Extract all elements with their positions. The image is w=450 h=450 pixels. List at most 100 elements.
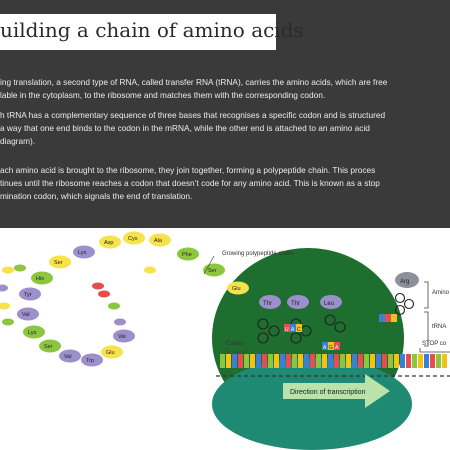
amino-acid-label: Leu bbox=[324, 301, 334, 307]
mrna-base bbox=[256, 354, 261, 368]
mrna-base bbox=[292, 354, 297, 368]
paragraph-line: mination codon, which signals the end of… bbox=[0, 191, 193, 201]
amino-acid-label: Ser bbox=[208, 268, 217, 274]
amino-acid-bead bbox=[149, 233, 171, 247]
mrna-base bbox=[220, 354, 225, 368]
free-amino-acid-bead bbox=[98, 290, 110, 298]
mrna-base bbox=[442, 354, 447, 368]
free-amino-acid-bead bbox=[108, 302, 120, 310]
mrna-base bbox=[328, 354, 333, 368]
mrna-base bbox=[316, 354, 321, 368]
anticodon-letter: A bbox=[291, 327, 295, 333]
trna-loop-icon bbox=[257, 332, 269, 344]
anticodon-base bbox=[391, 314, 397, 322]
amino-acid-thr-1 bbox=[259, 295, 281, 309]
paragraph-line: a way that one end binds to the codon in… bbox=[0, 123, 370, 133]
anticodon-letter: C bbox=[297, 327, 301, 333]
anticodon-letter: U bbox=[285, 327, 289, 333]
direction-arrow-icon bbox=[283, 374, 390, 408]
free-amino-acid-bead bbox=[2, 318, 14, 326]
amino-acid-label: Lys bbox=[78, 250, 87, 256]
amino-acid-label: Ser bbox=[44, 344, 53, 350]
anticodon-base bbox=[296, 324, 302, 332]
mrna-base bbox=[286, 354, 291, 368]
trna-loop-icon bbox=[257, 318, 269, 330]
mrna-base bbox=[226, 354, 231, 368]
mrna-base bbox=[424, 354, 429, 368]
mrna-base bbox=[334, 354, 339, 368]
anticodon-base bbox=[290, 324, 296, 332]
page-title: uilding a chain of amino acids bbox=[0, 18, 304, 42]
mrna-base bbox=[244, 354, 249, 368]
amino-acid-label: Ser bbox=[54, 260, 63, 266]
diagram-svg: Direction of transcription Asp Cys AlaPheS… bbox=[0, 231, 450, 450]
amino-acid-bead bbox=[123, 231, 145, 245]
amino-acid-label: Ala bbox=[154, 238, 163, 244]
mrna-base bbox=[436, 354, 441, 368]
codon-label: Codon bbox=[226, 341, 244, 347]
paragraph-line: diagram). bbox=[0, 136, 36, 146]
amino-bracket bbox=[424, 281, 429, 309]
amino-acid-label: Tyr bbox=[24, 292, 32, 298]
mrna-base bbox=[394, 354, 399, 368]
amino-acid-leu bbox=[320, 295, 342, 309]
amino-acid-label: Cys bbox=[128, 236, 138, 242]
amino-acid-label: Arg bbox=[400, 279, 409, 285]
mrna-base bbox=[400, 354, 405, 368]
paragraph-3: ach amino acid is brought to the ribosom… bbox=[0, 164, 450, 203]
amino-acid-bead bbox=[31, 271, 53, 285]
amino-acid-thr-2 bbox=[287, 295, 309, 309]
mrna-base bbox=[310, 354, 315, 368]
mrna-base bbox=[376, 354, 381, 368]
incoming-trna-icon bbox=[394, 292, 415, 316]
mrna-base bbox=[274, 354, 279, 368]
amino-acid-bead bbox=[81, 353, 103, 367]
free-amino-acid-bead bbox=[0, 284, 8, 292]
amino-acid-label: Asp bbox=[104, 240, 113, 246]
trna-loop-icon bbox=[268, 325, 280, 337]
amino-acid-bead bbox=[99, 235, 121, 249]
free-amino-acid-bead bbox=[114, 318, 126, 326]
amino-acid-label: Phe bbox=[182, 252, 192, 258]
amino-acid-bead bbox=[59, 349, 81, 363]
anticodon-base bbox=[379, 314, 385, 322]
mrna-base bbox=[238, 354, 243, 368]
paragraph-line: h tRNA has a complementary sequence of t… bbox=[0, 110, 386, 120]
amino-acid-label: Trp bbox=[86, 358, 94, 364]
direction-label: Direction of transcription bbox=[290, 389, 366, 396]
mrna-base bbox=[322, 354, 327, 368]
amino-acid-bead bbox=[227, 281, 249, 295]
trna-bracket bbox=[424, 311, 429, 347]
anticodon-letter: G bbox=[329, 345, 333, 351]
amino-acid-label: His bbox=[36, 276, 44, 282]
paragraph-2: h tRNA has a complementary sequence of t… bbox=[0, 109, 450, 148]
ribosome-small-subunit bbox=[212, 358, 412, 450]
mrna-base bbox=[340, 354, 345, 368]
amino-acid-label: Glu bbox=[232, 286, 241, 292]
mrna-base bbox=[430, 354, 435, 368]
anticodon-base bbox=[322, 342, 328, 350]
mrna-base bbox=[388, 354, 393, 368]
amino-acid-bead bbox=[23, 325, 45, 339]
mrna-base bbox=[268, 354, 273, 368]
paragraph-line: tinues until the ribosome reaches a codo… bbox=[0, 178, 380, 188]
amino-acid-label: Thr bbox=[291, 301, 300, 307]
amino-acid-bead bbox=[177, 247, 199, 261]
amino-acid-label: Val bbox=[22, 312, 30, 318]
amino-acid-label: Thr bbox=[263, 301, 272, 307]
amino-acid-bead bbox=[39, 339, 61, 353]
amino-acid-arg bbox=[395, 272, 419, 288]
mrna-base bbox=[418, 354, 423, 368]
mrna-base bbox=[382, 354, 387, 368]
mrna-base bbox=[280, 354, 285, 368]
paragraph-line: ach amino acid is brought to the ribosom… bbox=[0, 165, 376, 175]
amino-acid-label: Lys bbox=[28, 330, 37, 336]
amino-acid-label: Val bbox=[118, 334, 126, 340]
free-amino-acid-bead bbox=[2, 266, 14, 274]
paragraph-1: ing translation, a second type of RNA, c… bbox=[0, 76, 450, 102]
mrna-strand bbox=[220, 354, 447, 368]
stop-codon-label: STOP co bbox=[422, 341, 447, 347]
trna-loop-icon bbox=[324, 314, 336, 326]
